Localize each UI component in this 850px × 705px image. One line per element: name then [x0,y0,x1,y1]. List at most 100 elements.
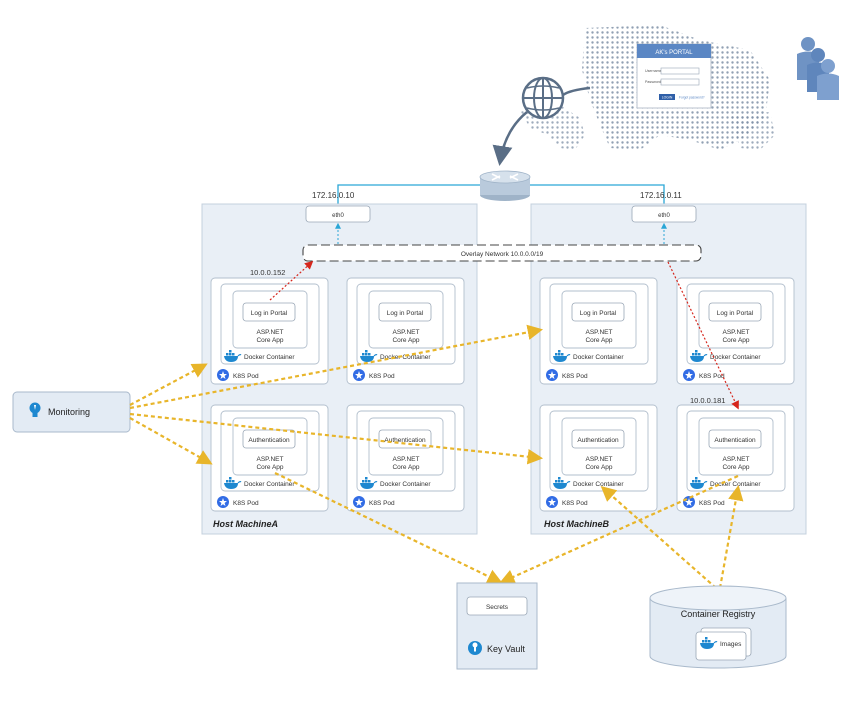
auth-b-to-keyvault-arrow [499,474,739,584]
app-label: ASP.NET [393,329,420,336]
service-box [571,429,625,449]
app-label: ASP.NET [723,456,750,463]
service-box [708,429,762,449]
service-box [242,429,296,449]
k8s-pod-label: K8S Pod [369,500,395,507]
portal-username-input[interactable] [660,67,700,75]
kubernetes-icon [546,496,558,508]
monitoring-to-pod-b3-arrow [129,412,544,465]
monitoring-arrows [129,324,544,465]
app-label-2: Core App [256,464,283,471]
globe-icon [521,76,565,120]
eth0-b-box [631,205,697,223]
portal-password-label: Password [645,80,661,84]
app-label-2: Core App [722,464,749,471]
portal-login-button[interactable] [659,94,675,100]
registry-arrows [600,484,744,589]
users-icon [797,37,839,100]
docker-container-label: Docker Container [244,354,295,361]
k8s-pod-label: K8S Pod [369,373,395,380]
pod-ip-b: 10.0.0.181 [690,396,725,405]
overlay-network-label: Overlay Network 10.0.0.0/19 [461,251,544,258]
host-machine-a-label: Host MachineA [213,519,278,529]
service-label: Authentication [248,437,290,444]
monitoring-box [12,391,131,433]
globe-to-router-arrow [492,111,528,166]
router-to-eth0-b-line [530,184,665,206]
portal-login-label: LOGIN [662,96,673,100]
host-a-ip: 172.16.0.10 [312,191,355,200]
app-label-2: Core App [722,337,749,344]
k8s-pod-label: K8S Pod [699,373,725,380]
docker-container-label: Docker Container [380,354,431,361]
service-label: Authentication [577,437,619,444]
keyvault-label: Key Vault [487,644,525,654]
service-box [708,302,762,322]
service-label: Log in Portal [580,310,617,317]
service-box [378,302,432,322]
portal-forgot-link[interactable]: Forgot password? [679,96,705,100]
router-to-eth0-a-line [337,184,480,206]
service-label: Log in Portal [717,310,754,317]
app-label: ASP.NET [257,329,284,336]
k8s-pod-label: K8S Pod [233,373,259,380]
app-label-2: Core App [256,337,283,344]
images-label: Images [720,641,742,648]
portal-title: AK's PORTAL [655,50,693,56]
app-label: ASP.NET [586,329,613,336]
k8s-pod-label: K8S Pod [562,500,588,507]
host-machine-b-label: Host MachineB [544,519,610,529]
login-portal-window: AK's PORTAL Username Password LOGIN Forg… [636,43,712,109]
portal-password-input[interactable] [660,78,700,86]
app-label: ASP.NET [257,456,284,463]
images-box [695,631,747,661]
service-box [378,429,432,449]
app-label-2: Core App [392,337,419,344]
kubernetes-icon [546,369,558,381]
kubernetes-icon [217,496,229,508]
keyvault-arrows [274,472,739,584]
registry-to-pod-b4-arrow [718,484,744,589]
docker-container-label: Docker Container [710,354,761,361]
service-label: Log in Portal [387,310,424,317]
app-label-2: Core App [392,464,419,471]
service-label: Log in Portal [251,310,288,317]
service-label: Authentication [384,437,426,444]
docker-container-label: Docker Container [244,481,295,488]
app-label-2: Core App [585,464,612,471]
service-box [571,302,625,322]
secrets-label: Secrets [486,604,509,611]
secrets-box [466,596,528,616]
pod-to-overlay-red-arrow [269,260,314,301]
eth0-a-label: eth0 [332,213,344,219]
kubernetes-icon [683,369,695,381]
service-box [242,302,296,322]
docker-container-label: Docker Container [380,481,431,488]
kubernetes-icon [353,369,365,381]
k8s-pod-label: K8S Pod [233,500,259,507]
monitoring-to-pod-a3-arrow [129,417,213,465]
host-b-ip: 172.16.0.11 [640,191,682,200]
k8s-pod-label: K8S Pod [699,500,725,507]
eth0-a-box [305,205,371,223]
container-registry-label: Container Registry [681,609,756,619]
keyvault-panel [456,582,538,670]
docker-container-label: Docker Container [710,481,761,488]
app-label: ASP.NET [723,329,750,336]
app-label: ASP.NET [393,456,420,463]
key-vault-icon [468,641,482,655]
pod-ip-a: 10.0.0.152 [250,268,285,277]
eth0-b-label: eth0 [658,213,670,219]
kubernetes-icon [683,496,695,508]
app-label-2: Core App [585,337,612,344]
portal-username-label: Username [645,69,662,73]
app-label: ASP.NET [586,456,613,463]
overlay-network-bar [302,244,702,262]
